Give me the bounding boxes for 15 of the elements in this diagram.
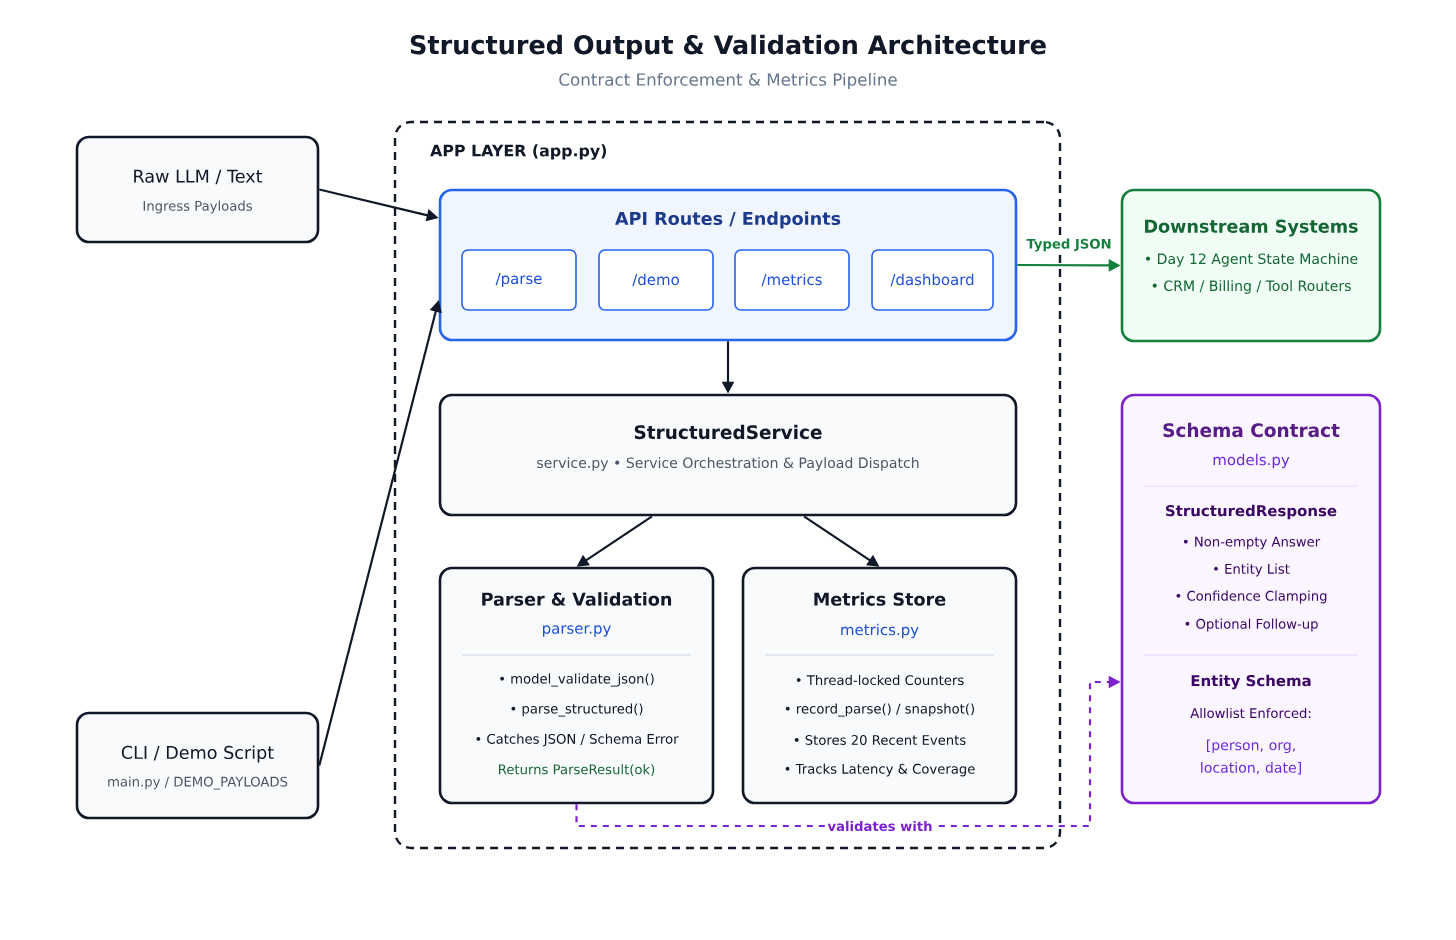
process-box: Parser & Validation parser.py • model_validate_json() • parse_structured() • Catches JSON / Schema Error Returns ParseResult(ok)	[438, 566, 715, 805]
process-box: StructuredService service.py • Service Orchestration & Payload Dispatch	[438, 393, 1018, 517]
subtitle: Contract Enforcement & Metrics Pipeline	[559, 72, 897, 90]
process-box: Metrics Store metrics.py • Thread-locked Counters • record_parse() / snapshot() • Stores 20 Recent Events • Tracks Latency & Coverage	[741, 566, 1018, 805]
endpoint-box: /metrics	[734, 249, 850, 311]
endpoint-box: /demo	[598, 249, 714, 311]
system-box: Downstream Systems • Day 12 Agent State Machine • CRM / Billing / Tool Routers	[1120, 188, 1382, 343]
endpoint-box: /dashboard	[871, 249, 994, 311]
edge-label: validates with	[825, 818, 935, 834]
endpoint-box: /parse	[461, 249, 577, 311]
process-box: CLI / Demo Script main.py / DEMO_PAYLOADS	[75, 711, 320, 820]
edge-label: Typed JSON	[1024, 236, 1114, 254]
schema-box: Schema Contract models.py StructuredResponse • Non-empty Answer • Entity List • Confidence Clamping • Optional Follow-up Entity Schema Allowlist Enforced: [person, org, location, date]	[1120, 393, 1382, 805]
process-box: Raw LLM / Text Ingress Payloads	[75, 135, 320, 244]
title: Structured Output & Validation Architecture	[410, 34, 1046, 60]
